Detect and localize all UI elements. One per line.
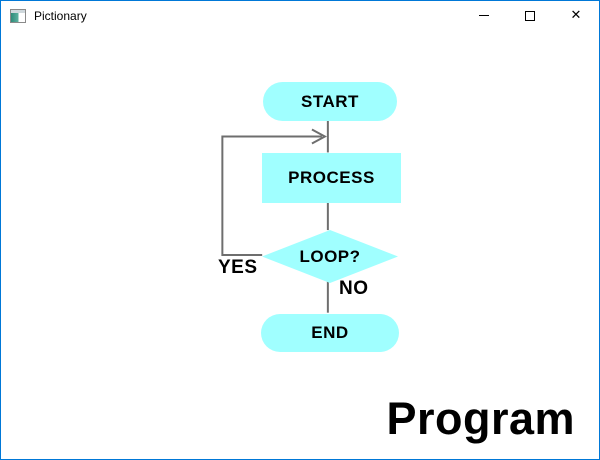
maximize-icon bbox=[525, 10, 535, 21]
titlebar: Pictionary ✕ bbox=[1, 1, 599, 31]
window-title: Pictionary bbox=[34, 9, 87, 23]
flow-node-decision-label: LOOP? bbox=[299, 246, 361, 266]
minimize-button[interactable] bbox=[461, 1, 507, 30]
app-icon bbox=[10, 9, 26, 23]
flow-node-process-label: PROCESS bbox=[288, 168, 375, 187]
minimize-icon bbox=[479, 15, 489, 16]
edge-label-yes: YES bbox=[218, 257, 258, 278]
flow-node-process: PROCESS bbox=[262, 153, 401, 203]
close-icon: ✕ bbox=[570, 8, 582, 23]
drawing-canvas: START PROCESS LOOP? END YES NO Program bbox=[1, 31, 599, 459]
drawing-caption: Program bbox=[386, 393, 575, 444]
flow-node-start: START bbox=[263, 82, 397, 121]
flow-node-decision: LOOP? bbox=[262, 230, 398, 283]
close-button[interactable]: ✕ bbox=[553, 1, 599, 30]
flow-node-end-label: END bbox=[311, 323, 349, 342]
loop-back-arrowhead bbox=[311, 128, 327, 145]
flow-node-end: END bbox=[261, 314, 399, 352]
edge-label-no: NO bbox=[339, 278, 369, 299]
caption-controls: ✕ bbox=[461, 1, 599, 31]
maximize-button[interactable] bbox=[507, 1, 553, 30]
flow-node-start-label: START bbox=[301, 91, 359, 111]
